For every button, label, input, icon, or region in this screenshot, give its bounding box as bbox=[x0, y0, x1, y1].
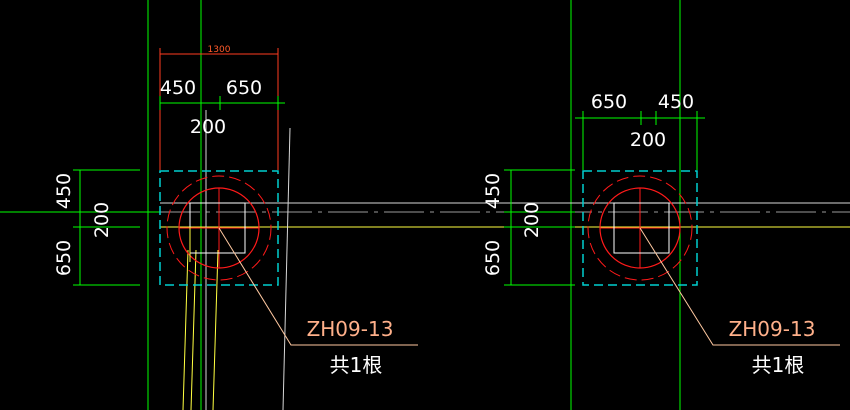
dim-side-mid: 200 bbox=[521, 202, 543, 238]
pile-outer-circle bbox=[166, 175, 272, 281]
dim-top-right: 650 bbox=[226, 77, 262, 99]
dim-top-mid: 200 bbox=[190, 116, 226, 138]
pile-count-label: 共1根 bbox=[330, 353, 383, 377]
pile-outer-circle bbox=[587, 175, 693, 281]
dim-side-mid: 200 bbox=[91, 202, 113, 238]
pile-cap-outline bbox=[582, 170, 698, 286]
wall-line bbox=[212, 249, 219, 410]
dim-top-left: 650 bbox=[591, 91, 627, 113]
dim-side-bottom: 650 bbox=[53, 240, 75, 276]
dim-top-right: 450 bbox=[658, 91, 694, 113]
pile-leader-line bbox=[639, 227, 840, 346]
wall-line bbox=[282, 127, 291, 410]
pile-cap-1[interactable]: 1300 450 650 200 450 200 650 ZH09-13 共1根 bbox=[53, 45, 418, 377]
pile-label: ZH09-13 bbox=[307, 317, 394, 341]
pile-label: ZH09-13 bbox=[729, 317, 816, 341]
column-outline bbox=[613, 202, 670, 254]
pile-leader-line bbox=[218, 227, 418, 346]
dim-side-bottom: 650 bbox=[482, 240, 504, 276]
pile-cap-outline bbox=[159, 170, 279, 286]
dim-side-top: 450 bbox=[482, 173, 504, 209]
dim-top-mid: 200 bbox=[630, 129, 666, 151]
pile-count-label: 共1根 bbox=[752, 353, 805, 377]
wall-line bbox=[190, 249, 197, 410]
overall-dimension-label: 1300 bbox=[208, 45, 231, 55]
dim-side-top: 450 bbox=[53, 173, 75, 209]
pile-cap-2[interactable]: 650 450 200 450 200 650 ZH09-13 共1根 bbox=[482, 91, 840, 377]
wall-line bbox=[182, 249, 189, 410]
dim-top-left: 450 bbox=[160, 77, 196, 99]
